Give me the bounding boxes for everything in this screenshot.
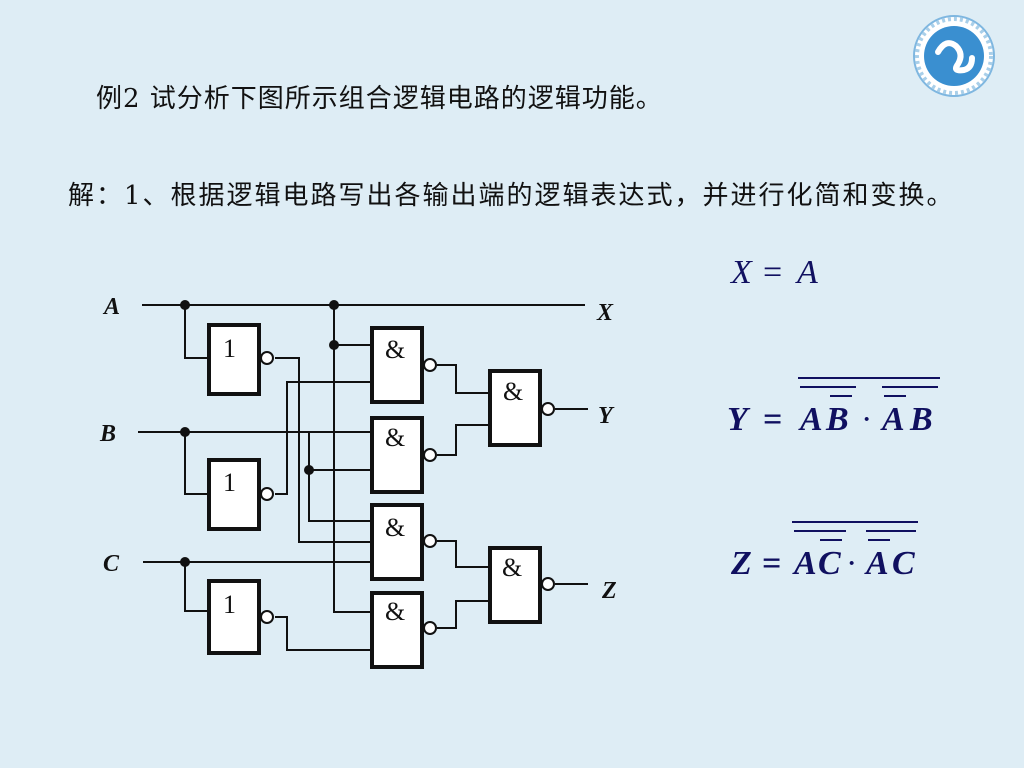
- equation-x-lhs: X: [729, 254, 753, 291]
- equation-x: X = A: [729, 254, 818, 291]
- and-gate-2: &: [370, 416, 437, 494]
- equation-y-eq: =: [763, 401, 782, 438]
- equation-z-lhs: Z: [730, 545, 752, 582]
- equation-z-eq: =: [762, 545, 781, 582]
- equation-y: Y = A B · A B: [727, 377, 940, 438]
- wire-b-to-not2: [184, 432, 209, 495]
- equation-y-t4: B: [909, 401, 933, 438]
- not-gate-3-symbol: 1: [223, 590, 236, 619]
- wire-notb-to-and2: [275, 381, 372, 495]
- wire-c-to-not3: [184, 562, 209, 612]
- wire-notc-to-and4: [275, 616, 372, 651]
- not-gate-1: 1: [207, 323, 274, 396]
- and-gate-1: &: [370, 326, 437, 404]
- not-gate-2: 1: [207, 458, 274, 531]
- and-gate-4: &: [370, 591, 437, 669]
- equation-y-t2: B: [825, 401, 849, 438]
- equation-z: Z = A C · A C: [730, 521, 918, 582]
- solution-text: 解：1、根据逻辑电路写出各输出端的逻辑表达式，并进行化简和变换。: [68, 181, 955, 211]
- university-logo: [913, 15, 995, 97]
- not-gate-2-symbol: 1: [223, 468, 236, 497]
- and-gate-y-symbol: &: [503, 377, 523, 406]
- equation-y-lhs: Y: [727, 401, 751, 438]
- junction-dots: [180, 300, 339, 567]
- wire-and2-to-andy: [437, 424, 490, 456]
- and-gate-y: &: [488, 369, 555, 447]
- and-gate-z-symbol: &: [502, 553, 522, 582]
- and-gate-3-symbol: &: [385, 513, 405, 542]
- equation-z-t1: A: [792, 545, 817, 582]
- and-gate-1-symbol: &: [385, 335, 405, 364]
- equation-y-t3: A: [880, 401, 905, 438]
- problem-title: 例2 试分析下图所示组合逻辑电路的逻辑功能。: [96, 84, 663, 114]
- not-gate-3: 1: [207, 579, 274, 655]
- wire-a-to-and4: [333, 345, 372, 613]
- equation-y-overbars: [798, 377, 940, 397]
- and-gate-2-symbol: &: [385, 423, 405, 452]
- equation-z-dot: ·: [846, 545, 857, 582]
- and-gate-4-symbol: &: [385, 597, 405, 626]
- wire-a-to-and1: [333, 305, 372, 346]
- wire-nota-to-and2: [275, 357, 372, 543]
- equation-y-t1: A: [798, 401, 823, 438]
- equation-z-t2: C: [818, 545, 841, 582]
- input-label-a: A: [102, 294, 120, 320]
- output-label-y: Y: [598, 403, 615, 429]
- output-label-x: X: [596, 300, 614, 326]
- wire-b-to-and3: [308, 470, 372, 522]
- equation-x-rhs: A: [795, 254, 818, 291]
- input-label-c: C: [103, 551, 120, 577]
- output-label-z: Z: [601, 578, 617, 604]
- equation-z-t4: C: [892, 545, 915, 582]
- wire-and4-to-andz: [437, 600, 490, 629]
- and-gate-3: &: [370, 503, 437, 581]
- wire-and1-to-andy: [437, 364, 490, 394]
- equation-z-t3: A: [864, 545, 889, 582]
- input-label-b: B: [99, 421, 116, 447]
- equation-z-overbars: [792, 521, 918, 541]
- equation-x-eq: =: [763, 254, 782, 291]
- equation-y-dot: ·: [861, 401, 872, 438]
- wire-and3-to-andz: [437, 540, 490, 568]
- and-gate-z: &: [488, 546, 555, 624]
- wire-a-to-not1: [184, 305, 209, 359]
- not-gate-1-symbol: 1: [223, 334, 236, 363]
